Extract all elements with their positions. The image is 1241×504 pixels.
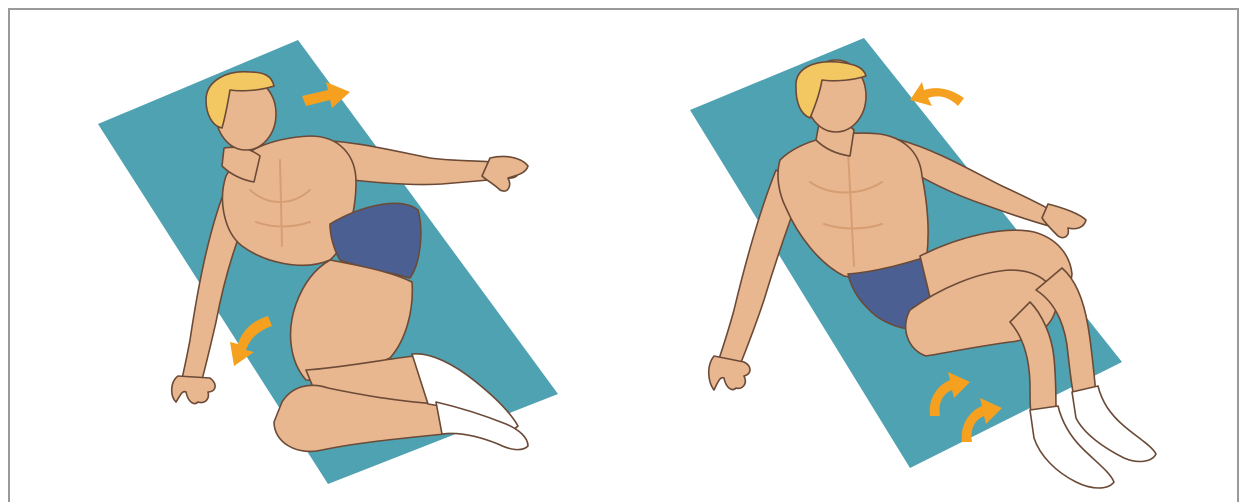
right-hand bbox=[482, 156, 528, 191]
twist-illustration bbox=[10, 10, 610, 502]
knees-up-illustration bbox=[610, 10, 1239, 502]
panel-knees-up-pose bbox=[610, 10, 1239, 502]
illustration-frame bbox=[8, 8, 1239, 502]
left-hand bbox=[709, 356, 750, 390]
panel-twist-pose bbox=[10, 10, 610, 502]
right-hand bbox=[1042, 204, 1086, 238]
arrow-curved-up-left-icon bbox=[910, 82, 964, 106]
left-hand bbox=[172, 376, 215, 404]
